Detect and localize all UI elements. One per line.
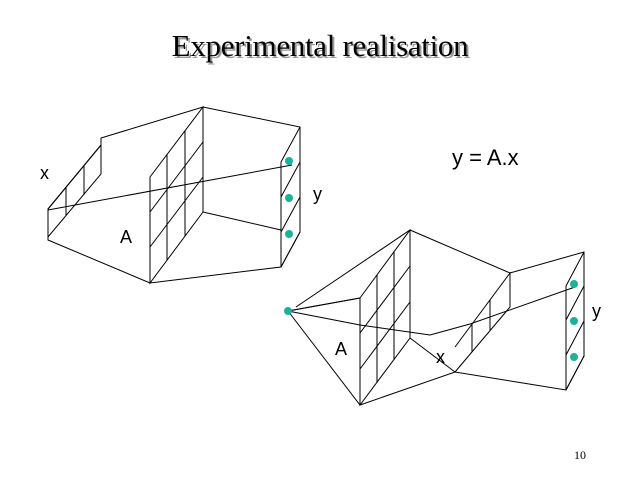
diagram-2-detector-dot (570, 353, 578, 361)
diagram-1-matrix-panel (149, 105, 282, 285)
diagram-1-x-label: x (40, 163, 49, 183)
diagram-1 (47, 105, 301, 285)
diagram-2-source-dot (284, 307, 292, 315)
diagram-2-detector-dot (570, 280, 578, 288)
diagram-2-detector-dot (570, 317, 578, 325)
diagram-2-a-label: A (335, 339, 348, 359)
diagram-2-matrix-panel (359, 228, 456, 407)
diagram-1-output-panel (280, 126, 301, 268)
diagram-1-detector-dot (285, 194, 293, 202)
diagram-2-x-label: x (436, 347, 445, 367)
diagram-1-detector-dot (285, 230, 293, 238)
diagram-2-input-panel (454, 271, 511, 373)
diagram-2 (284, 228, 585, 407)
diagram-1-detector-dot (285, 157, 293, 165)
diagram-1-input-panel (47, 143, 102, 239)
diagram-1-y-label: y (313, 184, 322, 204)
page-number: 10 (574, 448, 586, 462)
diagram-1-a-label: A (120, 227, 133, 247)
diagram-1-base-outline (47, 106, 301, 284)
diagram-2-base-outline (287, 229, 585, 406)
diagram-2-y-label: y (592, 301, 601, 321)
slide-title: Experimental realisation (171, 28, 469, 63)
diagram-2-output-panel (565, 251, 585, 391)
equation: y = A.x (452, 145, 519, 170)
